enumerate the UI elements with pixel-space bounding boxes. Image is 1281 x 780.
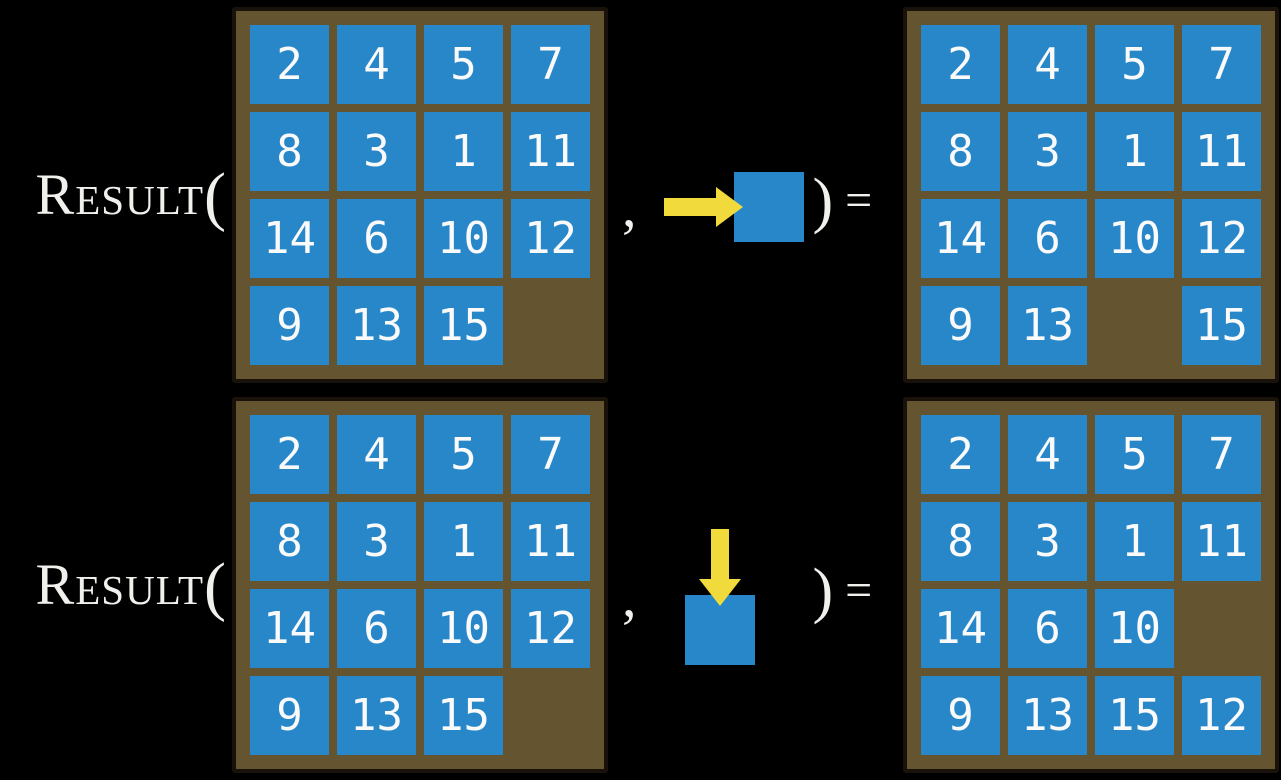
puzzle-tile: 7 [1182, 415, 1261, 494]
puzzle-tile: 12 [511, 199, 590, 278]
puzzle-tile: 3 [337, 112, 416, 191]
puzzle-tile: 14 [250, 199, 329, 278]
puzzle-tile: 9 [250, 676, 329, 755]
close-paren: ) [812, 557, 834, 625]
puzzle-tile: 11 [1182, 502, 1261, 581]
empty-slot [1095, 286, 1174, 365]
puzzle-tile: 5 [1095, 415, 1174, 494]
puzzle-tile: 13 [337, 286, 416, 365]
puzzle-tile: 8 [250, 502, 329, 581]
puzzle-tile: 14 [250, 589, 329, 668]
puzzle-tile: 6 [1008, 199, 1087, 278]
comma: , [622, 174, 637, 239]
puzzle-tile: 15 [1095, 676, 1174, 755]
puzzle-tile: 6 [1008, 589, 1087, 668]
puzzle-tile: 1 [424, 112, 503, 191]
comma: , [622, 564, 637, 629]
puzzle-tile: 4 [337, 25, 416, 104]
puzzle-tile: 2 [921, 415, 1000, 494]
puzzle-tile: 12 [1182, 199, 1261, 278]
puzzle-tile: 9 [250, 286, 329, 365]
puzzle-tile: 12 [511, 589, 590, 668]
empty-slot [1182, 589, 1261, 668]
puzzle-tile: 2 [921, 25, 1000, 104]
puzzle-tile: 13 [337, 676, 416, 755]
function-name: Result [35, 162, 205, 227]
puzzle-tile: 3 [1008, 502, 1087, 581]
puzzle-tile: 1 [424, 502, 503, 581]
puzzle-tile: 15 [424, 286, 503, 365]
puzzle-tile: 6 [337, 589, 416, 668]
function-name: Result [35, 552, 205, 617]
puzzle-tile: 4 [1008, 415, 1087, 494]
puzzle-tile: 11 [511, 502, 590, 581]
puzzle-tile: 3 [1008, 112, 1087, 191]
puzzle-tile: 10 [1095, 589, 1174, 668]
puzzle-tile: 8 [921, 112, 1000, 191]
puzzle-tile: 2 [250, 25, 329, 104]
move-illustration [655, 172, 813, 242]
arrow-right-icon [663, 187, 743, 227]
puzzle-tile: 10 [1095, 199, 1174, 278]
puzzle-tile: 12 [1182, 676, 1261, 755]
puzzle-tile: 11 [511, 112, 590, 191]
result-function-label: Result( [35, 160, 226, 233]
action-group: , ) = [608, 0, 903, 390]
puzzle-tile: 4 [1008, 25, 1087, 104]
puzzle-tile: 14 [921, 589, 1000, 668]
puzzle-tile: 10 [424, 589, 503, 668]
puzzle-tile: 15 [1182, 286, 1261, 365]
puzzle-tile: 15 [424, 676, 503, 755]
puzzle-tile: 9 [921, 286, 1000, 365]
puzzle-tile: 4 [337, 415, 416, 494]
puzzle-tile: 1 [1095, 502, 1174, 581]
equals-sign: = [845, 564, 873, 617]
puzzle-tile: 7 [511, 415, 590, 494]
moved-tile-square [733, 172, 804, 242]
puzzle-tile: 5 [1095, 25, 1174, 104]
puzzle-tile: 1 [1095, 112, 1174, 191]
puzzle-tile: 13 [1008, 286, 1087, 365]
puzzle-tile: 13 [1008, 676, 1087, 755]
puzzle-tile: 14 [921, 199, 1000, 278]
puzzle-tile: 8 [921, 502, 1000, 581]
move-illustration [655, 529, 813, 665]
puzzle-tile: 5 [424, 25, 503, 104]
move-down-action [684, 529, 755, 665]
empty-slot [511, 286, 590, 365]
puzzle-tile: 2 [250, 415, 329, 494]
action-group: , ) = [608, 390, 903, 780]
puzzle-tile: 7 [1182, 25, 1261, 104]
puzzle-tile: 8 [250, 112, 329, 191]
puzzle-tile: 5 [424, 415, 503, 494]
move-right-action [663, 172, 804, 242]
puzzle-tile: 10 [424, 199, 503, 278]
result-function-label: Result( [35, 550, 226, 623]
equals-sign: = [845, 174, 873, 227]
empty-slot [511, 676, 590, 755]
close-paren: ) [812, 167, 834, 235]
puzzle-tile: 7 [511, 25, 590, 104]
puzzle-tile: 11 [1182, 112, 1261, 191]
puzzle-tile: 3 [337, 502, 416, 581]
moved-tile-square [684, 595, 755, 665]
arrow-down-icon [698, 529, 741, 606]
puzzle-tile: 9 [921, 676, 1000, 755]
puzzle-tile: 6 [337, 199, 416, 278]
